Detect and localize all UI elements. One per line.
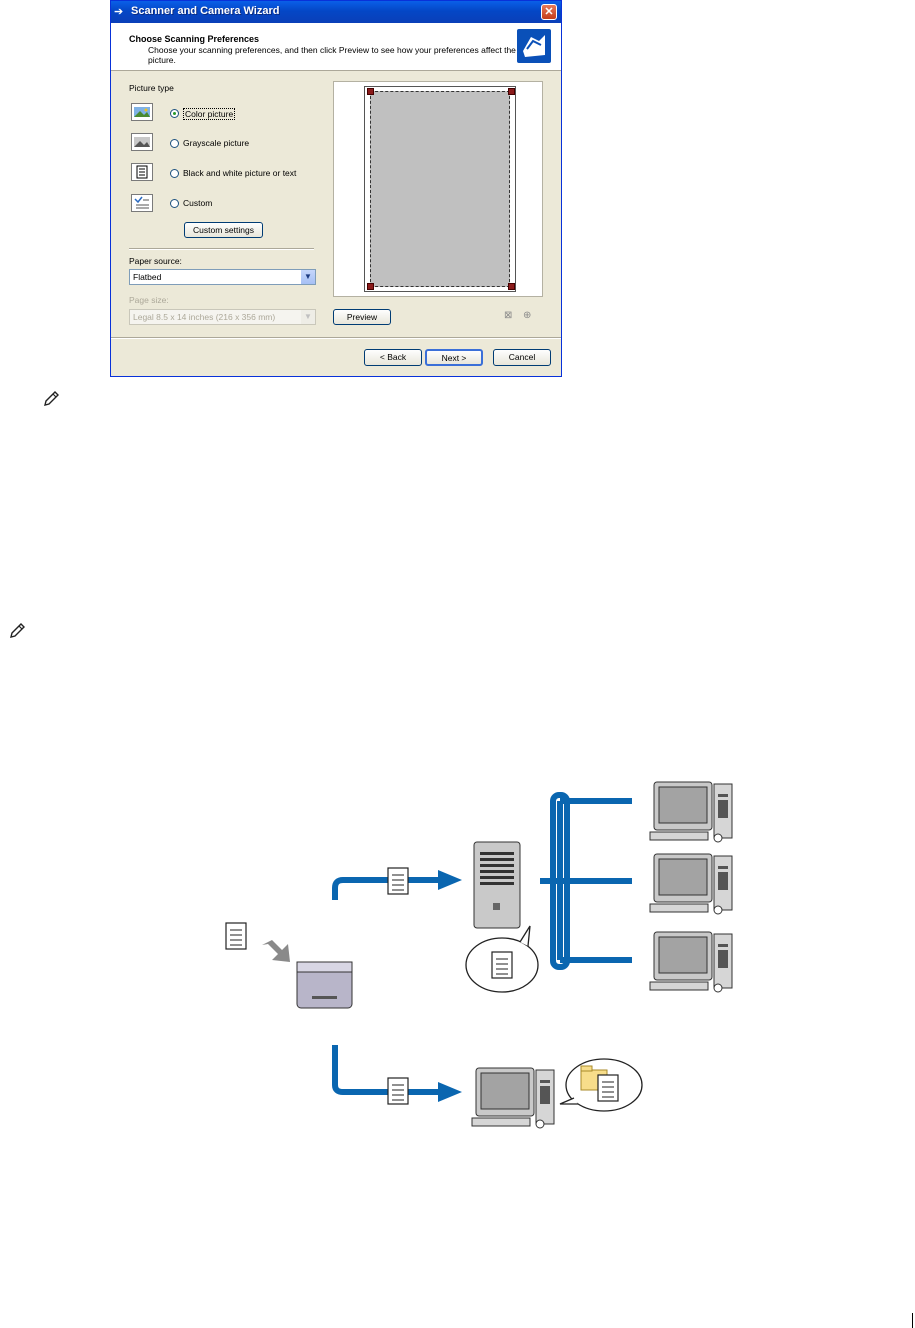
picture-type-label: Picture type (129, 83, 174, 93)
bw-text-icon (131, 163, 153, 181)
grayscale-picture-radio[interactable] (170, 139, 179, 148)
feed-arrow (262, 940, 290, 962)
scanner-wizard-window: ➔ Scanner and Camera Wizard ✕ Choose Sca… (110, 0, 562, 377)
arrow-heads (438, 870, 462, 1102)
chevron-down-icon[interactable]: ▼ (301, 310, 315, 324)
back-button[interactable]: < Back (364, 349, 422, 366)
color-picture-radio[interactable] (170, 109, 179, 118)
connection-lines (332, 798, 632, 1095)
header-title: Choose Scanning Preferences (129, 34, 260, 44)
note-pencil-icon (42, 390, 60, 413)
window-title: Scanner and Camera Wizard (131, 5, 280, 17)
wizard-title-icon: ➔ (114, 6, 124, 18)
bw-picture-radio[interactable] (170, 169, 179, 178)
next-button[interactable]: Next > (425, 349, 483, 366)
document-icon (225, 922, 247, 950)
custom-label[interactable]: Custom (183, 198, 213, 208)
document-icon (597, 1074, 619, 1102)
scan-area[interactable] (370, 91, 510, 287)
chevron-down-icon[interactable]: ▼ (301, 270, 315, 284)
header-description: Choose your scanning preferences, and th… (148, 45, 516, 65)
close-button[interactable]: ✕ (541, 4, 557, 20)
title-bar[interactable]: ➔ Scanner and Camera Wizard ✕ (111, 1, 561, 23)
grayscale-picture-icon (131, 133, 153, 151)
footer-separator (111, 337, 561, 339)
note-pencil-icon (8, 622, 26, 645)
page-edge-mark (912, 1313, 913, 1328)
custom-icon (131, 194, 153, 212)
fit-selection-icon[interactable]: ⊠ (504, 310, 513, 321)
document-icon (387, 1077, 409, 1105)
scan-network-diagram (225, 781, 733, 1129)
preview-paper (364, 86, 516, 292)
color-picture-icon (131, 103, 153, 121)
resize-handle[interactable] (508, 283, 515, 290)
document-icon (387, 867, 409, 895)
computer-icon (471, 1067, 555, 1129)
preview-pane[interactable] (333, 81, 543, 297)
bw-picture-label[interactable]: Black and white picture or text (183, 168, 297, 178)
paper-source-select[interactable]: Flatbed ▼ (129, 269, 316, 285)
document-icon (491, 951, 513, 979)
printer-icon (296, 961, 353, 1009)
cancel-button[interactable]: Cancel (493, 349, 551, 366)
grayscale-picture-label[interactable]: Grayscale picture (183, 138, 250, 148)
color-picture-label[interactable]: Color picture (183, 108, 236, 120)
separator (129, 248, 314, 250)
resize-handle[interactable] (508, 88, 515, 95)
view-full-icon[interactable]: ⊕ (523, 310, 532, 321)
wizard-header: Choose Scanning Preferences Choose your … (111, 23, 561, 71)
custom-settings-button[interactable]: Custom settings (184, 222, 263, 238)
scanner-wizard-icon (517, 29, 551, 63)
paper-source-label: Paper source: (129, 256, 182, 266)
server-icon (473, 841, 521, 929)
preview-button[interactable]: Preview (333, 309, 391, 325)
resize-handle[interactable] (367, 283, 374, 290)
paper-source-value: Flatbed (133, 272, 162, 282)
computer-icon (649, 931, 733, 993)
page-size-value: Legal 8.5 x 14 inches (216 x 356 mm) (133, 312, 276, 322)
page-size-select[interactable]: Legal 8.5 x 14 inches (216 x 356 mm) ▼ (129, 309, 316, 325)
computer-icon (649, 853, 733, 915)
page-size-label: Page size: (129, 295, 169, 305)
computer-icon (649, 781, 733, 843)
custom-radio[interactable] (170, 199, 179, 208)
resize-handle[interactable] (367, 88, 374, 95)
